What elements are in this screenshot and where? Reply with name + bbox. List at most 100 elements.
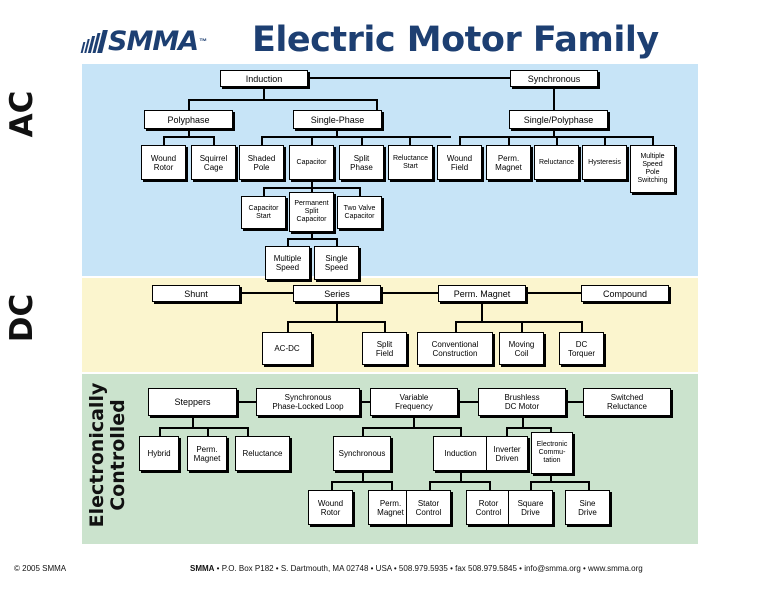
connector (192, 416, 194, 428)
connector (556, 136, 558, 145)
connector (359, 187, 361, 196)
connector (311, 232, 313, 239)
node-label: Series (324, 288, 350, 299)
node-ec-hybrid[interactable]: Hybrid (139, 436, 179, 471)
node-ec-steppers[interactable]: Steppers (148, 388, 237, 416)
node-label: Capacitor (296, 158, 327, 166)
node-ac-induction[interactable]: Induction (220, 70, 308, 87)
connector (521, 321, 523, 332)
connector (247, 427, 249, 436)
logo-trademark: ™ (199, 36, 208, 46)
logo-wave-bars (80, 29, 108, 53)
node-dc-series[interactable]: Series (293, 285, 381, 302)
node-ac-single-phase[interactable]: Single-Phase (293, 110, 382, 129)
node-ac-reluctance[interactable]: Reluctance (534, 145, 579, 180)
node-label: AC-DC (274, 344, 300, 353)
node-label: Reluctance (538, 158, 575, 166)
node-dc-ac-dc[interactable]: AC-DC (262, 332, 312, 365)
node-ec-synchronous[interactable]: Synchronous (333, 436, 391, 471)
connector (522, 416, 524, 428)
connector (159, 427, 161, 436)
node-ac-hysteresis[interactable]: Hysteresis (582, 145, 627, 180)
connector (287, 321, 385, 323)
connector (311, 187, 313, 196)
node-label: Perm.Magnet (377, 498, 404, 517)
node-label: Single/Polyphase (523, 114, 594, 125)
node-ac-polyphase[interactable]: Polyphase (144, 110, 233, 129)
connector (362, 471, 364, 482)
connector (550, 474, 552, 482)
node-dc-shunt[interactable]: Shunt (152, 285, 240, 302)
connector (336, 302, 338, 322)
connector (409, 136, 411, 145)
connector (287, 321, 289, 332)
section-label-ec-line2: Controlled (107, 399, 129, 511)
node-ac-perm-magnet[interactable]: Perm.Magnet (486, 145, 531, 180)
smma-wave-logo-icon: SMMA ™ (80, 26, 208, 56)
node-ec-induction[interactable]: Induction (433, 436, 488, 471)
node-label: Single-Phase (310, 114, 365, 125)
node-ec-perm-magnet-2[interactable]: Perm.Magnet (368, 490, 413, 525)
node-ac-single-polyphase[interactable]: Single/Polyphase (509, 110, 608, 129)
node-label: Reluctance (242, 449, 283, 458)
section-label-electronically-controlled: Electronically Controlled (86, 375, 129, 535)
connector-permmagnet-compound (526, 292, 581, 294)
connector (550, 427, 552, 436)
node-label: Synchronous (527, 73, 581, 84)
node-label: Compound (602, 288, 648, 299)
connector (530, 481, 590, 483)
connector (207, 427, 209, 436)
connector (361, 136, 363, 145)
node-label: Shunt (184, 288, 208, 299)
connector (553, 129, 555, 137)
node-ec-reluctance[interactable]: Reluctance (235, 436, 290, 471)
node-dc-compound[interactable]: Compound (581, 285, 669, 302)
node-dc-perm-magnet[interactable]: Perm. Magnet (438, 285, 526, 302)
connector (331, 481, 393, 483)
node-ac-capacitor[interactable]: Capacitor (289, 145, 334, 180)
node-ec-perm-magnet[interactable]: Perm.Magnet (187, 436, 227, 471)
connector (489, 481, 491, 490)
node-ac-synchronous[interactable]: Synchronous (510, 70, 598, 87)
connector (530, 481, 532, 490)
connector-series-permmagnet (381, 292, 438, 294)
node-label: Perm. Magnet (453, 288, 511, 299)
